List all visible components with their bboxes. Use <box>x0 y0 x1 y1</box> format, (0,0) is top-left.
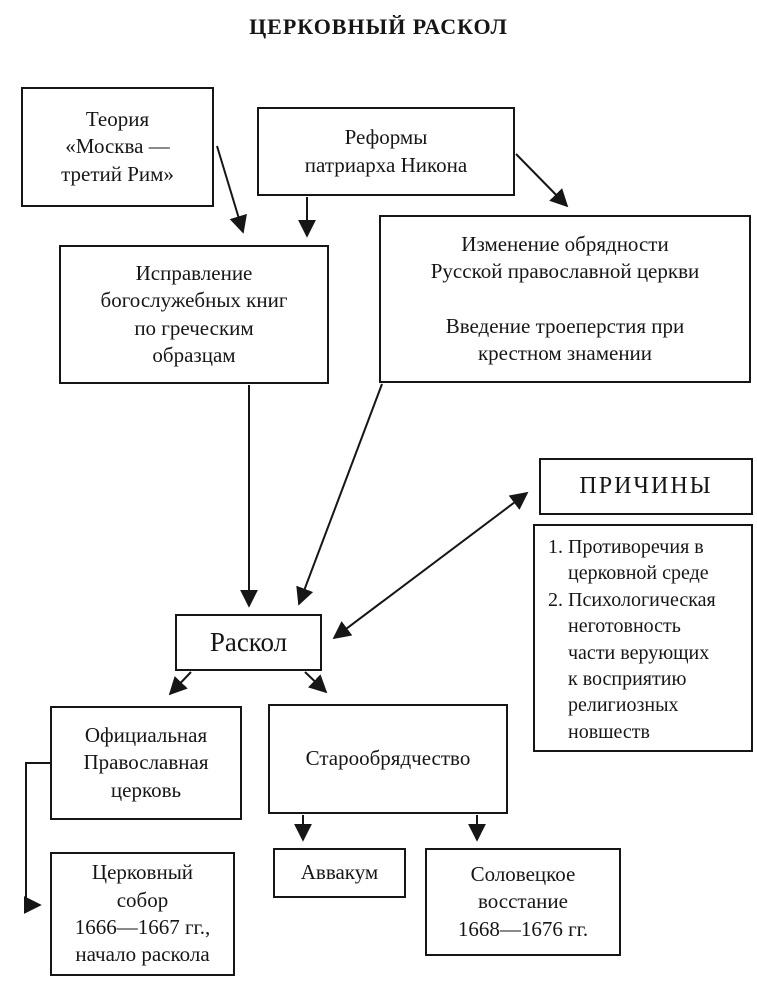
box-books-correction: Исправление богослужебных книг по гречес… <box>59 245 329 384</box>
box-books-correction-label: Исправление богослужебных книг по гречес… <box>100 260 288 367</box>
box-official-church-label: Официальная Православная церковь <box>83 723 209 802</box>
box-solovetsky-uprising: Соловецкое восстание 1668—1676 гг. <box>425 848 621 956</box>
box-rites-change-label: Изменение обрядности Русской православно… <box>430 231 700 365</box>
box-theory-moscow-third-rome: Теория «Москва — третий Рим» <box>21 87 214 207</box>
connector-schism-causes-double-arrow <box>332 491 529 640</box>
causes-list: Противоречия в церковной среде Психологи… <box>543 534 716 745</box>
causes-list-item-1: Противоречия в церковной среде <box>568 534 716 587</box>
box-church-council: Церковный собор 1666—1667 гг., начало ра… <box>50 852 235 976</box>
box-old-believers: Старообрядчество <box>268 704 508 814</box>
box-schism: Раскол <box>175 614 322 671</box>
box-schism-label: Раскол <box>209 626 288 657</box>
box-causes-title: ПРИЧИНЫ <box>539 458 753 515</box>
box-avvakum-label: Аввакум <box>300 860 379 885</box>
connector-schism-to-official-church <box>168 671 192 696</box>
box-causes-title-label: ПРИЧИНЫ <box>579 472 713 499</box>
causes-list-item-2: Психологическая неготовность части верую… <box>568 587 716 745</box>
box-old-believers-label: Старообрядчество <box>305 746 471 771</box>
box-nikon-reforms: Реформы патриарха Никона <box>257 107 515 196</box>
connector-official-church-to-council <box>23 762 50 914</box>
box-theory-label: Теория «Москва — третий Рим» <box>61 107 174 186</box>
box-church-council-label: Церковный собор 1666—1667 гг., начало ра… <box>74 860 211 967</box>
connector-theory-to-correction <box>216 145 247 234</box>
box-nikon-reforms-label: Реформы патриарха Никона <box>304 125 468 177</box>
box-causes-list: Противоречия в церковной среде Психологи… <box>533 524 753 752</box>
connector-reforms-to-rites-change <box>515 153 569 208</box>
box-solovetsky-uprising-label: Соловецкое восстание 1668—1676 гг. <box>457 862 589 941</box>
diagram-title: ЦЕРКОВНЫЙ РАСКОЛ <box>249 14 508 39</box>
connector-rites-change-to-schism <box>296 383 383 606</box>
connector-schism-to-old-believers <box>304 671 328 694</box>
box-avvakum: Аввакум <box>273 848 406 898</box>
box-official-church: Официальная Православная церковь <box>50 706 242 820</box>
box-rites-change: Изменение обрядности Русской православно… <box>379 215 751 383</box>
